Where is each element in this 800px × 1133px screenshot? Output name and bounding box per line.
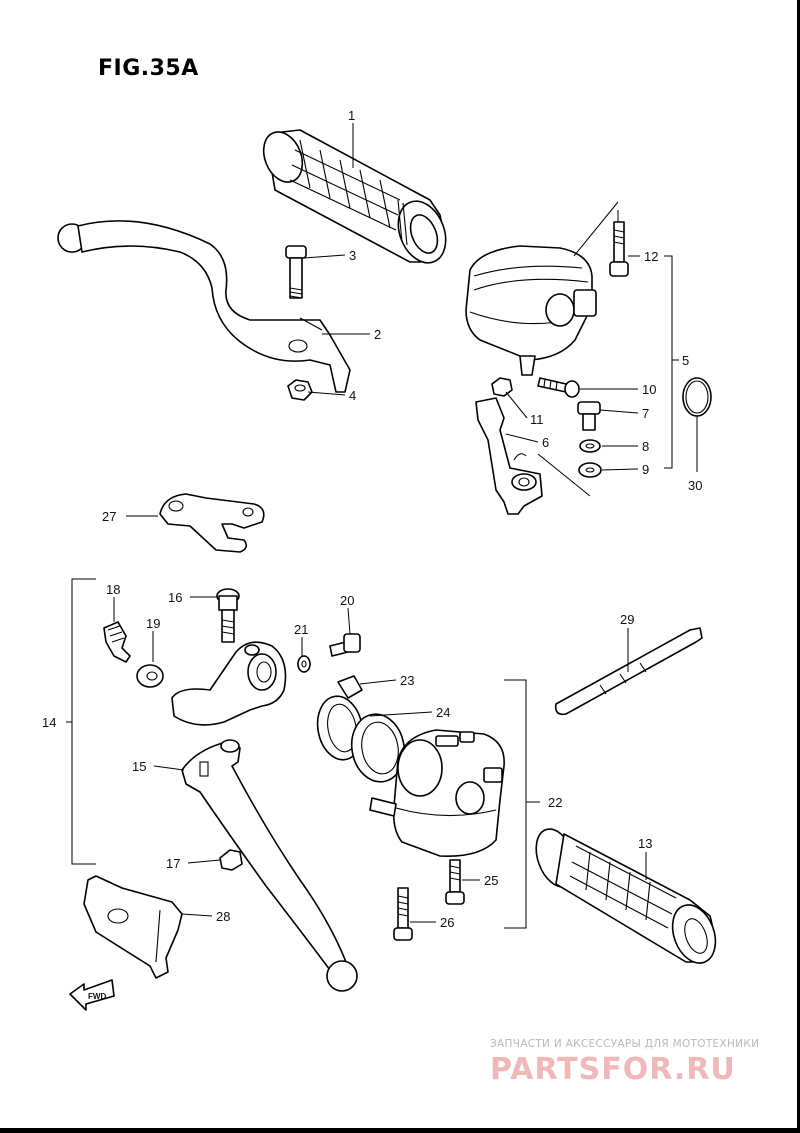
callout-11: 11 <box>530 412 544 427</box>
callout-8: 8 <box>642 439 649 454</box>
part-oring-30 <box>682 377 712 417</box>
leader-lines <box>66 123 698 929</box>
callout-17: 17 <box>166 856 180 871</box>
part-switch-arm-6 <box>475 397 543 515</box>
callout-30: 30 <box>688 478 702 493</box>
part-clip-23 <box>337 675 363 699</box>
part-lever-bracket <box>171 641 287 726</box>
callout-20: 20 <box>340 593 354 608</box>
callout-1: 1 <box>348 108 355 123</box>
part-washer-8 <box>579 439 601 453</box>
callout-21: 21 <box>294 622 308 637</box>
part-lever-upper <box>57 220 351 393</box>
part-cover-28 <box>83 875 183 979</box>
part-adjuster-18 <box>103 621 131 663</box>
callout-19: 19 <box>146 616 160 631</box>
callout-26: 26 <box>440 915 454 930</box>
callout-15: 15 <box>132 759 146 774</box>
callout-2: 2 <box>374 327 381 342</box>
callout-28: 28 <box>216 909 230 924</box>
callout-7: 7 <box>642 406 649 421</box>
callout-10: 10 <box>642 382 656 397</box>
part-switch-housing-lower <box>369 729 505 857</box>
fwd-label: FWD <box>88 992 106 1001</box>
part-screw-10 <box>537 377 580 398</box>
part-bolt-20 <box>329 633 361 657</box>
callout-25: 25 <box>484 873 498 888</box>
callout-4: 4 <box>349 388 356 403</box>
callout-6: 6 <box>542 435 549 450</box>
part-bracket-27 <box>159 493 265 553</box>
part-lever-lower <box>181 739 358 992</box>
part-strap-29 <box>554 627 703 716</box>
part-switch-housing-upper <box>465 245 597 376</box>
part-bolt-3 <box>285 245 307 299</box>
callout-14: 14 <box>42 715 56 730</box>
part-grip-lower <box>535 828 717 964</box>
frame-edge-bottom <box>0 1128 800 1133</box>
callout-12: 12 <box>644 249 658 264</box>
callout-23: 23 <box>400 673 414 688</box>
part-washer-21 <box>297 655 311 673</box>
callout-5: 5 <box>682 353 689 368</box>
part-grip-upper <box>262 129 447 264</box>
fwd-arrow-badge: FWD <box>69 979 115 1011</box>
callout-13: 13 <box>638 836 652 851</box>
figure-title: FIG.35A <box>98 56 199 81</box>
callout-18: 18 <box>106 582 120 597</box>
part-nut-17 <box>219 849 243 871</box>
part-nut-4 <box>287 379 313 401</box>
callout-27: 27 <box>102 509 116 524</box>
callout-24: 24 <box>436 705 450 720</box>
part-nut-11 <box>491 377 513 397</box>
part-locknut-19 <box>136 664 164 688</box>
watermark-logo: PARTSFOR.RU <box>490 1052 736 1087</box>
part-screw-25 <box>445 859 465 905</box>
watermark-subtitle: ЗАПЧАСТИ И АКСЕССУАРЫ ДЛЯ МОТОТЕХНИКИ <box>490 1038 760 1050</box>
frame-edge-right <box>797 0 800 1133</box>
callout-3: 3 <box>349 248 356 263</box>
callout-labels: 1 2 3 4 5 6 7 8 9 10 11 12 13 14 15 16 1… <box>42 108 702 930</box>
callout-16: 16 <box>168 590 182 605</box>
callout-22: 22 <box>548 795 562 810</box>
part-screw-7 <box>577 401 601 431</box>
callout-29: 29 <box>620 612 634 627</box>
part-pivot-bolt-16 <box>216 588 240 643</box>
part-screw-12 <box>609 221 629 277</box>
part-screw-26 <box>393 887 413 941</box>
callout-9: 9 <box>642 462 649 477</box>
part-collar-24 <box>316 695 406 783</box>
part-washer-9 <box>578 462 602 478</box>
